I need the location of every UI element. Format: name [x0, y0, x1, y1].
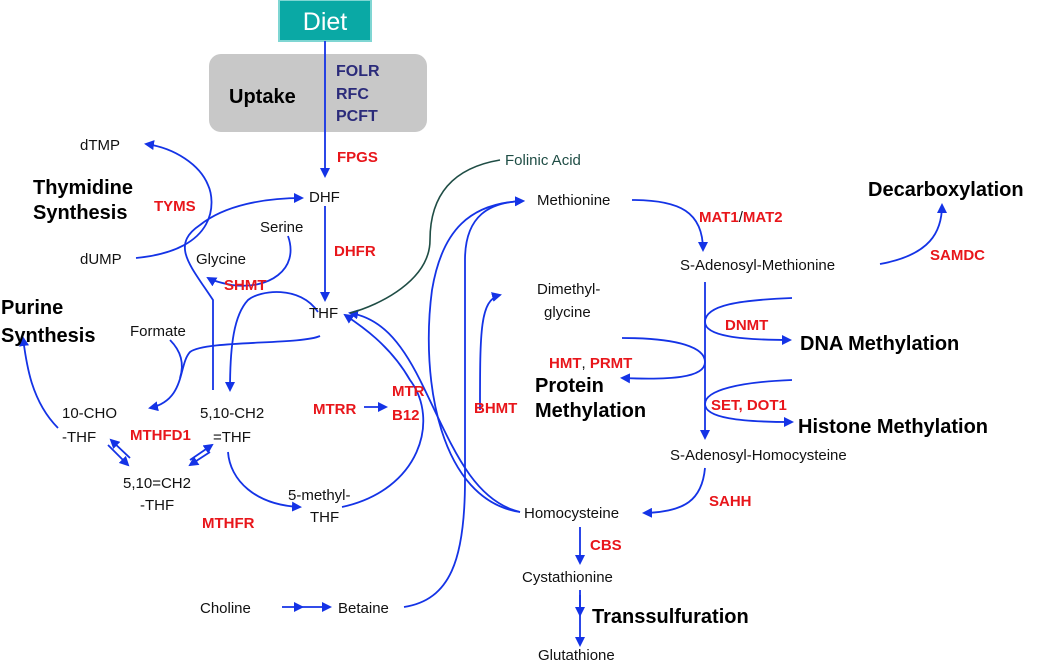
arrow-methionine-to-sam: [631, 199, 708, 252]
metabolite-dimethylglycine-line2: glycine: [544, 304, 591, 321]
metabolite-sah: S-Adenosyl-Homocysteine: [670, 447, 847, 464]
metabolite-methionine: Methionine: [537, 192, 610, 209]
arrow-chothf-to-purine: [19, 336, 59, 429]
process-protein-line2: Methylation: [535, 400, 646, 422]
enzyme-cbs: CBS: [590, 537, 622, 554]
enzyme-labels: FPGS TYMS DHFR SHMT MTHFD1 MTRR MTR B12 …: [130, 149, 985, 554]
enzyme-mat2: MAT2: [743, 209, 783, 226]
process-histone-methylation: Histone Methylation: [798, 416, 988, 438]
enzyme-mtr: MTR: [392, 383, 425, 400]
uptake-box: [209, 54, 427, 132]
arrow-set-dot1: [704, 379, 794, 427]
process-thymidine-line2: Synthesis: [33, 202, 127, 224]
enzyme-prmt: PRMT: [590, 355, 633, 372]
process-dna-methylation: DNA Methylation: [800, 333, 959, 355]
arrow-bhmt-to-dimethylglycine: [479, 292, 502, 411]
metabolite-betaine: Betaine: [338, 600, 389, 617]
enzyme-sahh: SAHH: [709, 493, 752, 510]
arrow-ch2thf-to-chthf: [188, 451, 211, 467]
diet-box: [278, 0, 372, 42]
arrow-betaine-to-methionine: [403, 196, 525, 608]
enzyme-comma: ,: [582, 355, 590, 372]
enzyme-mthfd1: MTHFD1: [130, 427, 191, 444]
arrow-sam-to-decarboxylation: [879, 203, 947, 265]
metabolite-folinic-acid: Folinic Acid: [505, 152, 581, 169]
transporter-rfc: RFC: [336, 86, 369, 103]
metabolite-serine: Serine: [260, 219, 303, 236]
process-purine-line2: Synthesis: [1, 325, 95, 347]
metabolite-labels: dTMP dUMP DHF Serine Glycine THF Formate…: [62, 137, 847, 663]
process-thymidine-line1: Thymidine: [33, 177, 133, 199]
process-protein-line1: Protein: [535, 375, 604, 397]
enzyme-b12: B12: [392, 407, 420, 424]
enzyme-tyms: TYMS: [154, 198, 196, 215]
metabolite-homocysteine: Homocysteine: [524, 505, 619, 522]
uptake-label: Uptake: [229, 86, 296, 108]
enzyme-dnmt: DNMT: [725, 317, 768, 334]
metabolite-formate: Formate: [130, 323, 186, 340]
enzyme-mat1-mat2: MAT1/MAT2: [699, 209, 783, 226]
enzyme-shmt: SHMT: [224, 277, 267, 294]
arrow-tyms-to-dhf: [183, 193, 304, 390]
arrow-chthf-to-chothf: [109, 438, 131, 459]
arrow-chothf-to-chthf: [107, 444, 130, 467]
metabolite-dtmp: dTMP: [80, 137, 120, 154]
enzyme-samdc: SAMDC: [930, 247, 985, 264]
enzyme-slash: /: [739, 209, 744, 226]
arrow-homocysteine-to-methionine: [427, 196, 525, 513]
enzyme-dhfr: DHFR: [334, 243, 376, 260]
arrow-thf-to-chothf: [148, 335, 321, 412]
arrow-folinic-to-thf: [349, 159, 501, 314]
metabolite-choline: Choline: [200, 600, 251, 617]
metabolite-5-10-ch-thf-line1: 5,10=CH2: [123, 475, 191, 492]
metabolite-5-10-ch-thf-line2: -THF: [140, 497, 174, 514]
metabolite-dhf: DHF: [309, 189, 340, 206]
process-purine-line1: Purine: [1, 297, 63, 319]
metabolite-dimethylglycine-line1: Dimethyl-: [537, 281, 600, 298]
process-transsulfuration: Transsulfuration: [592, 606, 749, 628]
enzyme-hmt: HMT: [549, 355, 582, 372]
arrow-homocysteine-to-thf: [348, 309, 521, 513]
arrow-ch2thf-to-methylthf: [227, 451, 302, 512]
metabolite-cystathionine: Cystathionine: [522, 569, 613, 586]
enzyme-set-dot1: SET, DOT1: [711, 397, 787, 414]
enzyme-fpgs: FPGS: [337, 149, 378, 166]
enzyme-bhmt: BHMT: [474, 400, 517, 417]
transporter-folr: FOLR: [336, 63, 380, 80]
metabolite-10-cho-thf-line2: -THF: [62, 429, 96, 446]
metabolite-thf: THF: [309, 305, 338, 322]
metabolite-5-methyl-thf-line2: THF: [310, 509, 339, 526]
diet-label: Diet: [303, 8, 348, 36]
reaction-arrows: [19, 41, 947, 647]
enzyme-mat1: MAT1: [699, 209, 739, 226]
enzyme-mtrr: MTRR: [313, 401, 356, 418]
arrow-methylthf-to-thf: [341, 313, 425, 508]
transporter-pcft: PCFT: [336, 108, 378, 125]
arrow-serine-to-glycine: [206, 235, 292, 287]
arrow-thf-to-ch2thf: [225, 291, 319, 392]
metabolite-glycine: Glycine: [196, 251, 246, 268]
metabolite-glutathione: Glutathione: [538, 647, 615, 663]
metabolite-5-methyl-thf-line1: 5-methyl-: [288, 487, 351, 504]
metabolite-5-10-ch2-thf-line1: 5,10-CH2: [200, 405, 264, 422]
enzyme-hmt-prmt: HMT, PRMT: [549, 355, 632, 372]
arrow-dnmt: [704, 297, 793, 345]
metabolite-dump: dUMP: [80, 251, 122, 268]
metabolite-5-10-ch2-thf-line2: =THF: [213, 429, 251, 446]
arrow-formate-path: [169, 339, 183, 379]
metabolite-10-cho-thf-line1: 10-CHO: [62, 405, 117, 422]
arrow-protein-methylation: [620, 337, 706, 384]
process-decarboxylation: Decarboxylation: [868, 179, 1024, 201]
metabolite-sam: S-Adenosyl-Methionine: [680, 257, 835, 274]
process-labels: Thymidine Synthesis Purine Synthesis Dec…: [1, 177, 1024, 628]
arrow-sah-to-homocysteine: [642, 467, 706, 518]
enzyme-mthfr: MTHFR: [202, 515, 255, 532]
